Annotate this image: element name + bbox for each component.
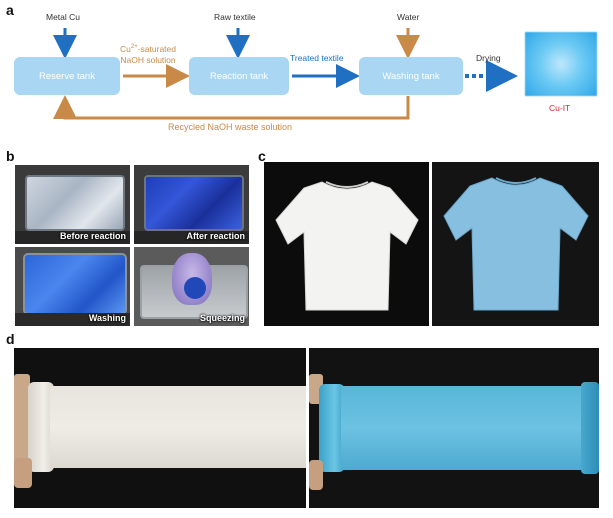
washing-caption: Washing <box>88 313 126 323</box>
metal-cu-label: Metal Cu <box>46 12 81 22</box>
blue-fabric-roll-photo <box>309 348 599 508</box>
flow-arrows <box>53 28 518 120</box>
washing-tank-label: Washing tank <box>382 70 440 82</box>
water-label: Water <box>397 12 420 22</box>
squeezing-caption: Squeezing <box>199 313 245 323</box>
reserve-tank-label: Reserve tank <box>39 70 95 82</box>
cu-solution-label: Cu2+-saturated NaOH solution <box>120 43 176 65</box>
panel-d-letter: d <box>6 331 15 347</box>
panel-c-letter: c <box>258 148 266 164</box>
treated-textile-label: Treated textile <box>290 53 344 63</box>
blue-tshirt-shape <box>443 177 589 311</box>
reserve-tank-box: Reserve tank <box>14 57 120 95</box>
cu-it-label: Cu-IT <box>549 103 571 113</box>
washing-photo: Washing <box>15 247 130 326</box>
washing-tank-box: Washing tank <box>359 57 463 95</box>
white-fabric-roll-photo <box>14 348 306 508</box>
squeezing-photo: Squeezing <box>134 247 249 326</box>
white-tshirt-photo <box>264 162 429 326</box>
drying-label: Drying <box>476 53 501 63</box>
cu-it-sample <box>525 32 597 96</box>
reaction-tank-box: Reaction tank <box>189 57 289 95</box>
panel-b-letter: b <box>6 148 15 164</box>
before-reaction-caption: Before reaction <box>59 231 126 241</box>
reaction-tank-label: Reaction tank <box>209 70 269 82</box>
after-reaction-caption: After reaction <box>186 231 245 241</box>
recycle-arrow <box>53 95 410 120</box>
recycled-label: Recycled NaOH waste solution <box>168 122 293 132</box>
before-reaction-photo: Before reaction <box>15 165 130 244</box>
panel-a-letter: a <box>6 2 14 18</box>
raw-textile-label: Raw textile <box>214 12 256 22</box>
white-tshirt-shape <box>275 181 419 311</box>
after-reaction-photo: After reaction <box>134 165 249 244</box>
blue-tshirt-photo <box>432 162 599 326</box>
